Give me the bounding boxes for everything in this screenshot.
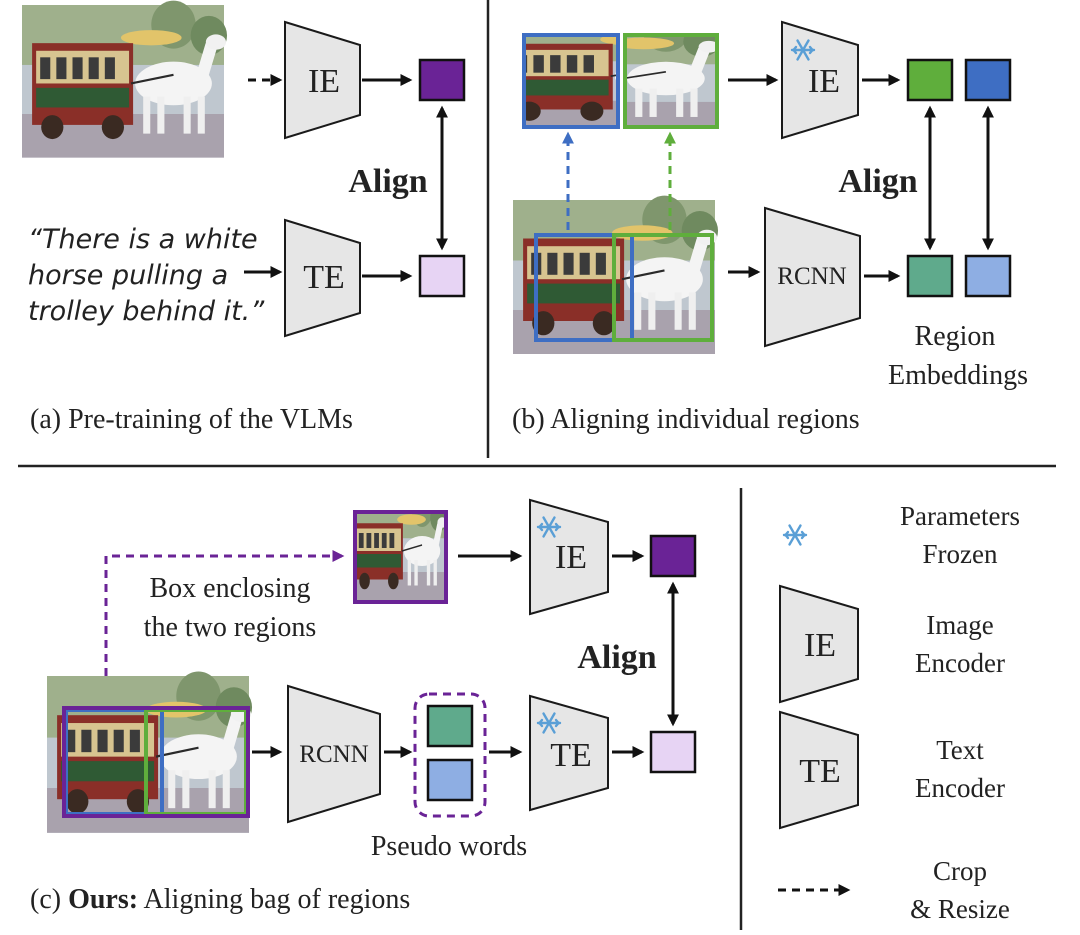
panel-b-ie-label: IE [808,63,840,100]
panel-b-detector [764,206,861,348]
panel-b-embedding-green [906,58,954,102]
panel-a-te-label: TE [303,259,345,296]
panel-b-align-label: Align [838,163,917,200]
panel-c-image-embedding [649,534,697,578]
panel-c-crop-photo [353,510,448,604]
panel-a: IE Align “There is a white horse pulling… [20,0,466,435]
panel-c-pseudo-word-teal [426,704,474,748]
panel-b: IE RCNN Align Region Embeddings (b) Alig… [511,20,1028,435]
legend-ie-label: IE [804,627,836,664]
panel-c-box-label-line1: Box enclosing [150,573,311,604]
legend-crop-line1: Crop [933,856,987,886]
legend-te-line2: Encoder [915,773,1005,803]
panel-a-text-encoder [284,218,361,338]
panel-a-quote-line1: “There is a white [28,224,258,255]
panel-a-ie-label: IE [308,63,340,100]
panel-b-crop-blue [522,33,620,129]
panel-c-crop-arrow [104,550,345,676]
panel-a-quote-line3: trolley behind it.” [28,296,265,327]
legend-ie-line1: Image [926,610,993,640]
panel-a-text-embedding [418,254,466,298]
legend: Parameters Frozen IE Image Encoder TE Te… [778,501,1020,924]
legend-te-label: TE [799,753,841,790]
panel-b-region-label-line2: Embeddings [888,360,1028,391]
panel-b-region-embedding-teal [906,254,954,298]
legend-te-line1: Text [936,735,984,765]
panel-b-rcnn-label: RCNN [777,263,846,290]
panel-c-photo [45,670,254,834]
panel-b-region-blue [534,233,634,342]
legend-crop-line2: & Resize [910,894,1010,924]
snowflake-icon [782,524,808,546]
panel-a-image-embedding [418,58,466,102]
panel-c-caption: (c) Ours: Aligning bag of regions [30,884,410,915]
panel-c-pseudo-words-group [413,692,487,818]
panel-c: Box enclosing the two regions IE Align R… [30,498,697,915]
panel-c-enclosing-box [62,706,250,818]
panel-b-region-green [612,233,714,342]
panel-c-rcnn-label: RCNN [299,741,368,768]
panel-c-detector [287,684,381,824]
panel-c-caption-rest: Aligning bag of regions [138,884,410,915]
panel-c-ie-label: IE [555,539,587,576]
legend-text-encoder-shape [779,710,859,830]
legend-frozen-line1: Parameters [900,501,1020,531]
panel-c-box-label-line2: the two regions [144,612,317,643]
legend-ie-line2: Encoder [915,648,1005,678]
panel-a-photo [20,0,229,159]
panel-b-caption: (b) Aligning individual regions [512,404,860,435]
panel-a-image-encoder [284,20,361,140]
panel-b-embedding-blue [964,58,1012,102]
panel-a-quote-line2: horse pulling a [28,260,228,291]
panel-b-region-label-line1: Region [915,321,996,352]
panel-c-text-embedding [649,730,697,774]
panel-b-region-embedding-lightblue [964,254,1012,298]
panel-c-pseudo-words-label: Pseudo words [371,831,527,862]
panel-a-align-label: Align [348,163,427,200]
panel-c-align-label: Align [577,639,656,676]
panel-c-caption-bold: Ours: [68,884,138,915]
panel-c-te-label: TE [550,737,592,774]
panel-a-caption: (a) Pre-training of the VLMs [30,404,353,435]
legend-image-encoder-shape [779,584,859,704]
legend-frozen-line2: Frozen [923,539,998,569]
panel-c-caption-prefix: (c) [30,884,68,915]
panel-b-crop-green [623,33,719,129]
panel-c-pseudo-word-lightblue [426,758,474,802]
